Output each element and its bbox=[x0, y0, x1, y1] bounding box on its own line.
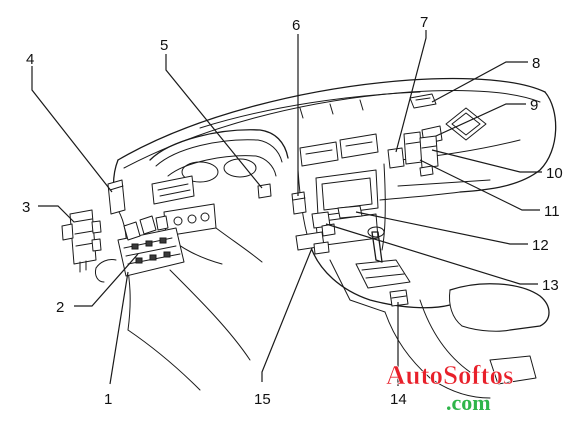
leader-10 bbox=[431, 149, 542, 173]
component-console-relay-14 bbox=[389, 289, 409, 307]
callout-14: 14 bbox=[390, 391, 407, 408]
callout-11: 11 bbox=[544, 203, 560, 220]
callout-10: 10 bbox=[546, 165, 563, 182]
component-junction-block bbox=[117, 215, 185, 277]
leader-lines bbox=[31, 30, 542, 386]
callout-1: 1 bbox=[104, 391, 112, 408]
watermark-text: AutoSoftos bbox=[386, 360, 514, 390]
component-relay-8 bbox=[409, 93, 437, 109]
callout-15: 15 bbox=[254, 391, 271, 408]
leader-4 bbox=[31, 66, 113, 193]
leader-13 bbox=[325, 223, 538, 285]
callout-8: 8 bbox=[532, 55, 540, 72]
component-center-relay-6 bbox=[291, 191, 307, 215]
leader-2 bbox=[74, 253, 139, 307]
callout-3: 3 bbox=[22, 199, 30, 216]
callout-12: 12 bbox=[532, 237, 549, 254]
leader-11 bbox=[419, 159, 540, 211]
component-relay-12 bbox=[337, 205, 363, 219]
callout-9: 9 bbox=[530, 97, 538, 114]
callout-6: 6 bbox=[292, 17, 300, 34]
component-relay-bracket bbox=[61, 209, 102, 273]
callout-13: 13 bbox=[542, 277, 559, 294]
leader-1 bbox=[109, 271, 129, 385]
component-relay-15 bbox=[295, 231, 330, 255]
leader-5 bbox=[165, 54, 263, 189]
watermark-domain: .com bbox=[446, 390, 491, 415]
leader-9 bbox=[435, 103, 526, 137]
callout-7: 7 bbox=[420, 14, 428, 31]
leader-15 bbox=[261, 247, 313, 382]
leader-3 bbox=[38, 205, 75, 223]
watermark-logo: AutoSoftos .com bbox=[386, 360, 514, 415]
leader-8 bbox=[431, 61, 528, 103]
leader-7 bbox=[395, 30, 427, 153]
component-relay-13 bbox=[311, 211, 336, 237]
callout-5: 5 bbox=[160, 37, 168, 54]
callout-4: 4 bbox=[26, 51, 34, 68]
leader-12 bbox=[355, 211, 528, 245]
callout-2: 2 bbox=[56, 299, 64, 316]
callout-labels: 1 2 3 4 5 6 7 8 9 10 11 12 13 14 15 bbox=[22, 14, 563, 408]
component-relay-10-11 bbox=[403, 131, 439, 177]
component-side-relay bbox=[107, 179, 126, 215]
